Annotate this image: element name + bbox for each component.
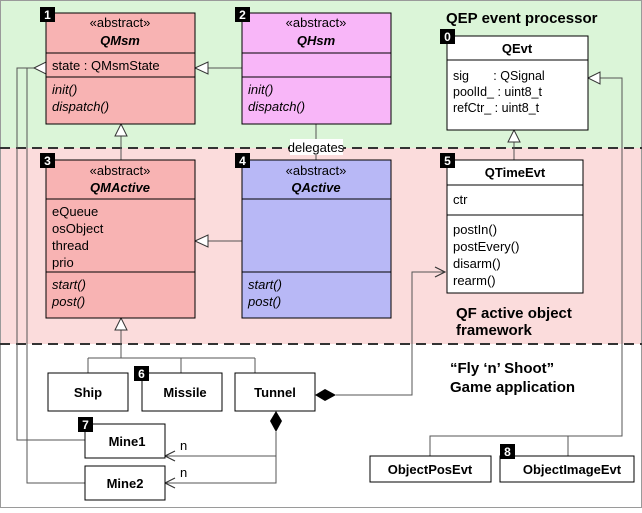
svg-text:0: 0 [444, 30, 451, 44]
qevt-attribute: poolId_ : uint8_t [453, 85, 542, 99]
qhsm-operation: init() [248, 82, 273, 97]
svg-text:2: 2 [239, 8, 246, 22]
class-objectposevt[interactable]: ObjectPosEvt [369, 455, 492, 483]
ship-name: Ship [74, 385, 102, 400]
qtimeevt-qevt-triangle [507, 128, 521, 143]
qf-layer-title-line1: QF active object [456, 305, 572, 322]
badge-missile: 6 [134, 366, 149, 381]
qmactive-stereotype: «abstract» [90, 163, 151, 178]
connectors [16, 67, 623, 484]
qmsm-name: QMsm [100, 33, 140, 48]
qmactive-name: QMActive [90, 180, 150, 195]
qhsm-operation: dispatch() [248, 99, 305, 114]
svg-text:1: 1 [44, 8, 51, 22]
tunnel-mines-aggregation-diamond [270, 411, 282, 432]
class-missile[interactable]: Missile [141, 372, 223, 412]
qmactive-qmsm-triangle [114, 122, 128, 137]
badge-mine1: 7 [78, 417, 93, 432]
qmsm-operation: init() [52, 82, 77, 97]
mine2-multiplicity: n [180, 465, 187, 480]
qactive-operation: post() [247, 294, 281, 309]
qactive-qmactive-triangle [193, 234, 209, 248]
class-ship[interactable]: Ship [47, 372, 129, 412]
badge-qactive: 4 [235, 153, 250, 168]
badge-qtimeevt: 5 [440, 153, 455, 168]
badge-qmsm: 1 [40, 7, 55, 22]
qmactive-attribute: thread [52, 238, 89, 253]
app-qmactive-triangle [114, 316, 128, 331]
tunnel-qtimeevt-composition [336, 272, 445, 396]
qmsm-operation: dispatch() [52, 99, 109, 114]
class-qmactive[interactable]: «abstract» QMActive eQueue osObject thre… [45, 159, 196, 319]
delegates-label-bg [290, 139, 343, 155]
class-objectimageevt[interactable]: ObjectImageEvt [499, 455, 635, 483]
tunnel-mine2-aggregation [165, 456, 277, 483]
class-qevt[interactable]: QEvt sig : QSignal poolId_ : uint8_t ref… [446, 35, 589, 131]
qhsm-qmsm-triangle [193, 61, 209, 75]
qactive-name: QActive [291, 180, 340, 195]
qtimeevt-operation: disarm() [453, 256, 501, 271]
mine1-name: Mine1 [109, 434, 146, 449]
qmactive-attribute: osObject [52, 221, 104, 236]
class-qhsm[interactable]: «abstract» QHsm init() dispatch() [241, 12, 392, 125]
app-layer-title-line2: Game application [450, 379, 575, 396]
svg-text:7: 7 [82, 418, 89, 432]
missile-name: Missile [163, 385, 206, 400]
qtimeevt-operation: postIn() [453, 222, 497, 237]
qmactive-operation: start() [52, 277, 86, 292]
qmsm-attribute: state : QMsmState [52, 58, 160, 73]
qtimeevt-name: QTimeEvt [485, 165, 546, 180]
qactive-operation: start() [248, 277, 282, 292]
class-mine2[interactable]: Mine2 [84, 465, 166, 501]
class-qactive[interactable]: «abstract» QActive start() post() [241, 159, 392, 319]
badge-qmactive: 3 [40, 153, 55, 168]
qep-layer-title: QEP event processor [446, 10, 598, 27]
qactive-stereotype: «abstract» [286, 163, 347, 178]
class-tunnel[interactable]: Tunnel [234, 372, 316, 412]
qevt-name: QEvt [502, 41, 533, 56]
tunnel-name: Tunnel [254, 385, 296, 400]
svg-text:6: 6 [138, 367, 145, 381]
tunnel-qtimeevt-composition-diamond [315, 389, 336, 401]
qtimeevt-attribute: ctr [453, 192, 468, 207]
objectposevt-name: ObjectPosEvt [388, 462, 473, 477]
qmactive-operation: post() [51, 294, 85, 309]
qf-layer-title-line2: framework [456, 322, 533, 339]
class-mine1[interactable]: Mine1 [84, 423, 166, 459]
mine2-name: Mine2 [107, 476, 144, 491]
qtimeevt-operation: rearm() [453, 273, 496, 288]
qmactive-attribute: eQueue [52, 204, 98, 219]
badge-qevt: 0 [440, 29, 455, 44]
objectevts-to-qevt-generalization [568, 77, 623, 437]
delegates-label: delegates [288, 140, 345, 155]
qevt-attribute: sig : QSignal [453, 69, 545, 83]
qmsm-stereotype: «abstract» [90, 15, 151, 30]
generalization-heads [32, 61, 601, 331]
svg-text:3: 3 [44, 154, 51, 168]
objectevts-qevt-triangle [586, 71, 601, 85]
class-qmsm[interactable]: «abstract» QMsm state : QMsmState init()… [45, 12, 196, 125]
objectevts-inheritance-bus [429, 435, 569, 456]
badge-objectimageevt: 8 [500, 444, 515, 459]
qhsm-stereotype: «abstract» [286, 15, 347, 30]
svg-text:4: 4 [239, 154, 246, 168]
badges: 1 2 0 3 4 5 6 7 [40, 7, 515, 459]
mine1-to-qmsm-generalization [16, 67, 85, 441]
mine2-to-qmsm-generalization [26, 68, 85, 484]
mine1-multiplicity: n [180, 438, 187, 453]
qmactive-attribute: prio [52, 255, 74, 270]
qtimeevt-operation: postEvery() [453, 239, 519, 254]
objectimageevt-name: ObjectImageEvt [523, 462, 622, 477]
svg-text:5: 5 [444, 154, 451, 168]
qhsm-name: QHsm [297, 33, 336, 48]
svg-text:8: 8 [504, 445, 511, 459]
qevt-attribute: refCtr_ : uint8_t [453, 101, 540, 115]
badge-qhsm: 2 [235, 7, 250, 22]
app-layer-title-line1: “Fly ‘n’ Shoot” [450, 360, 554, 377]
class-qtimeevt[interactable]: QTimeEvt ctr postIn() postEvery() disarm… [446, 159, 584, 294]
